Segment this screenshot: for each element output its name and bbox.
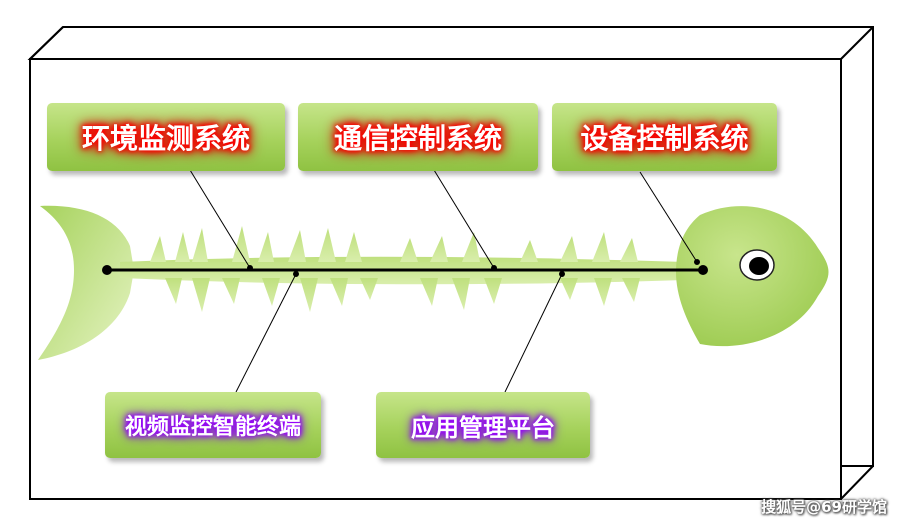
connector-env-dot xyxy=(247,265,253,271)
fish-tail-icon xyxy=(38,205,134,360)
connector-app xyxy=(504,273,563,393)
category-label-comm: 通信控制系统 xyxy=(333,122,502,155)
connector-dev xyxy=(639,171,698,263)
connector-comm xyxy=(433,169,495,269)
category-box-env: 环境监测系统 xyxy=(47,103,285,171)
fish-eye-icon xyxy=(739,249,775,281)
connector-dev-dot xyxy=(694,259,700,265)
category-box-app: 应用管理平台 xyxy=(376,392,590,458)
box-edge-br xyxy=(840,465,874,500)
box-edge-tl xyxy=(29,26,64,60)
spine-start-dot xyxy=(102,265,112,275)
category-box-comm: 通信控制系统 xyxy=(298,103,538,171)
connector-comm-dot xyxy=(491,265,497,271)
watermark: 搜狐号@69研学馆 xyxy=(761,498,887,516)
category-box-video: 视频监控智能终端 xyxy=(105,392,321,458)
connector-app-dot xyxy=(559,271,565,277)
spine-end-dot xyxy=(698,265,708,275)
box-edge-tr xyxy=(840,26,874,60)
category-box-dev: 设备控制系统 xyxy=(552,103,777,171)
connector-env xyxy=(189,169,251,269)
connector-video-dot xyxy=(293,271,299,277)
category-label-env: 环境监测系统 xyxy=(81,122,250,155)
connector-video xyxy=(235,273,297,393)
category-label-video: 视频监控智能终端 xyxy=(124,415,301,440)
category-label-dev: 设备控制系统 xyxy=(580,122,749,155)
connectors xyxy=(189,169,700,393)
category-label-app: 应用管理平台 xyxy=(411,413,555,442)
